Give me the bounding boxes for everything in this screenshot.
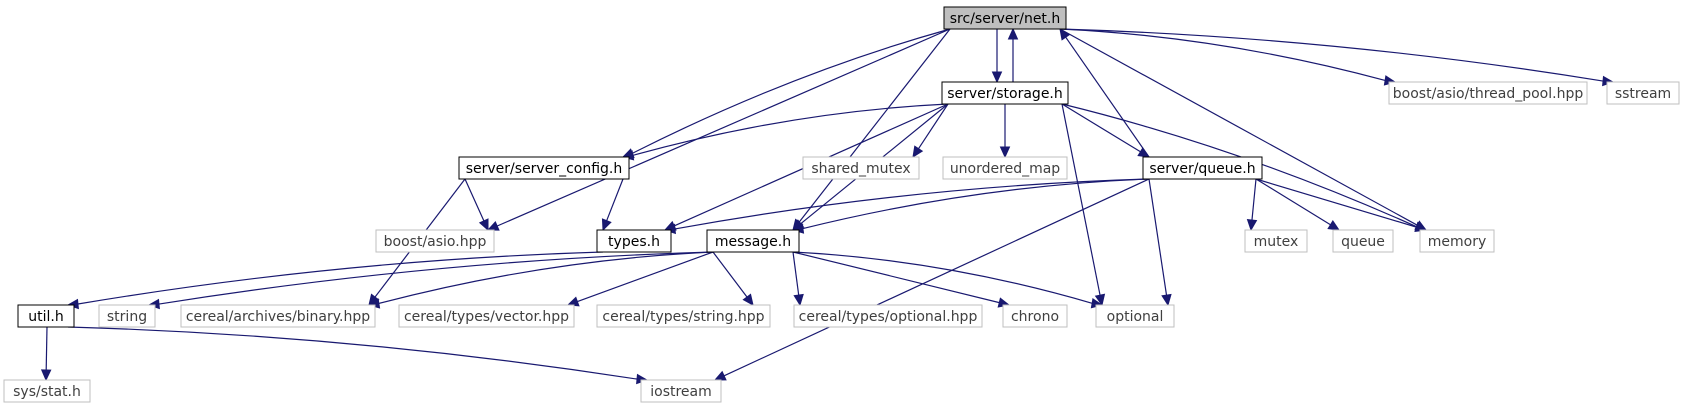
node-vector: cereal/types/vector.hpp <box>398 304 575 328</box>
node-shared-mutex: shared_mutex <box>802 156 920 180</box>
node-label: unordered_map <box>950 161 1060 177</box>
node-label: memory <box>1428 234 1487 250</box>
node-label: server/storage.h <box>947 86 1063 102</box>
node-util[interactable]: util.h <box>17 304 75 328</box>
edge-net-to-asio <box>486 28 951 231</box>
node-label: cereal/types/string.hpp <box>602 309 764 325</box>
node-sstream: sstream <box>1606 81 1680 105</box>
node-coptional: cereal/types/optional.hpp <box>793 304 983 328</box>
node-binary: cereal/archives/binary.hpp <box>180 304 376 328</box>
node-label: util.h <box>28 309 63 325</box>
node-label: queue <box>1341 234 1385 250</box>
edge-net-to-storage <box>991 28 1003 84</box>
node-label: string <box>107 309 147 325</box>
node-storage[interactable]: server/storage.h <box>941 81 1069 105</box>
node-memory: memory <box>1419 229 1495 253</box>
edges-layer <box>40 27 1615 385</box>
node-label: cereal/types/vector.hpp <box>404 309 569 325</box>
node-label: boost/asio/thread_pool.hpp <box>1393 86 1584 102</box>
nodes-layer: src/server/net.h server/storage.h server/s… <box>3 6 1680 403</box>
edge-queue-to-optional <box>1148 178 1172 307</box>
node-label: src/server/net.h <box>950 11 1061 27</box>
node-label: types.h <box>608 234 660 250</box>
node-label: optional <box>1107 309 1164 325</box>
node-label: chrono <box>1011 309 1059 325</box>
node-net[interactable]: src/server/net.h <box>943 6 1067 30</box>
edge-net-to-server_config <box>621 28 951 159</box>
edge-net-to-sstream <box>1059 28 1615 87</box>
node-chrono: chrono <box>1002 304 1068 328</box>
node-mutex: mutex <box>1244 229 1308 253</box>
edge-storage-to-server_config <box>621 103 949 161</box>
node-queue-std: queue <box>1332 229 1394 253</box>
node-queue[interactable]: server/queue.h <box>1142 156 1263 180</box>
node-iostream: iostream <box>640 379 722 403</box>
node-label: server/server_config.h <box>466 161 623 177</box>
node-label: cereal/archives/binary.hpp <box>186 309 370 325</box>
edge-queue-to-net <box>1059 27 1150 158</box>
node-label: server/queue.h <box>1149 161 1255 177</box>
edge-storage-to-optional <box>1061 103 1106 307</box>
node-label: shared_mutex <box>811 161 910 177</box>
node-label: iostream <box>650 384 712 400</box>
node-types[interactable]: types.h <box>596 229 672 253</box>
edge-util-to-iostream <box>67 326 649 385</box>
edge-message-to-cstring <box>712 251 754 306</box>
edge-server_config-to-types <box>601 178 624 232</box>
edge-queue-to-mutex <box>1246 178 1258 232</box>
node-server-config[interactable]: server/server_config.h <box>458 156 630 180</box>
edge-storage-to-unordered_map <box>999 103 1011 159</box>
edge-message-to-coptional <box>792 251 804 307</box>
node-label: boost/asio.hpp <box>384 234 487 250</box>
edge-storage-to-shared_mutex <box>912 103 949 159</box>
node-unordered-map: unordered_map <box>942 156 1068 180</box>
node-string: string <box>98 304 156 328</box>
edge-queue-to-iostream <box>713 178 1150 381</box>
edge-message-to-chrono <box>792 251 1011 308</box>
node-message[interactable]: message.h <box>706 229 800 253</box>
edge-server_config-to-asio <box>464 178 489 232</box>
edge-queue-to-queue_std <box>1255 178 1341 231</box>
edge-message-to-optional <box>792 251 1104 309</box>
node-thread-pool: boost/asio/thread_pool.hpp <box>1388 81 1588 105</box>
node-label: sys/stat.h <box>13 384 81 400</box>
node-cstring: cereal/types/string.hpp <box>596 304 771 328</box>
edge-util-to-stat <box>40 326 52 382</box>
edge-net-to-memory <box>1059 28 1428 231</box>
edge-storage-to-net <box>1007 27 1019 82</box>
edge-queue-to-memory <box>1255 178 1428 233</box>
edge-storage-to-queue <box>1061 103 1151 158</box>
node-label: cereal/types/optional.hpp <box>799 309 978 325</box>
edge-message-to-vector <box>566 251 714 307</box>
node-asio: boost/asio.hpp <box>375 229 495 253</box>
node-optional: optional <box>1095 304 1175 328</box>
edge-message-to-string <box>147 251 714 310</box>
node-stat: sys/stat.h <box>3 379 91 403</box>
node-label: mutex <box>1254 234 1299 250</box>
node-label: message.h <box>715 234 791 250</box>
node-label: sstream <box>1615 86 1671 102</box>
